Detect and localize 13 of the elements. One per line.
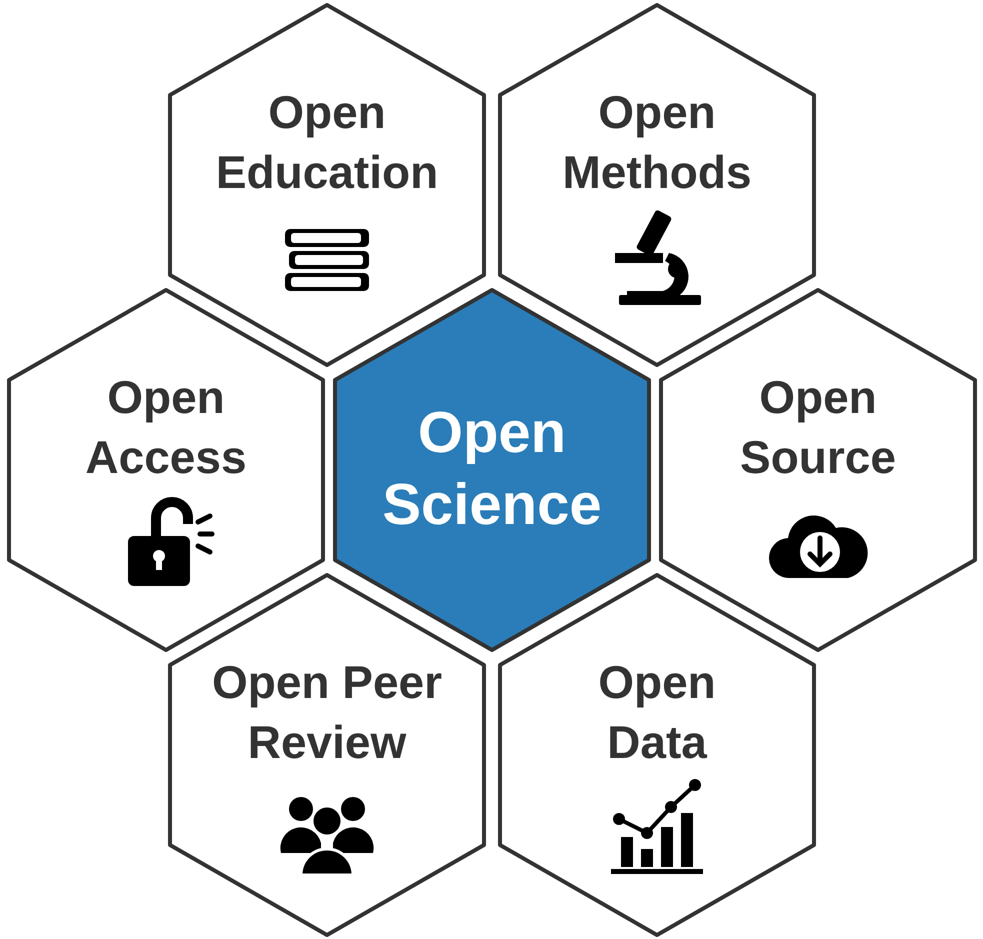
hexagon-tile: [497, 572, 817, 938]
central-hexagon: [332, 287, 652, 653]
hexagon-tile: [6, 287, 326, 653]
tile-label: Open Access: [84, 370, 248, 485]
hexagon-tile: [167, 572, 487, 938]
tile-label: Open Source: [739, 370, 897, 485]
tile-label: Open Data: [597, 655, 717, 770]
tile-label: Open Education: [214, 85, 440, 200]
tile-label: Open Peer Review: [210, 655, 444, 770]
tile-label: Open Methods: [561, 85, 753, 200]
hexagon-tile: [497, 2, 817, 368]
center-title: Open Science: [381, 399, 603, 539]
hexagon-tile: [658, 287, 978, 653]
